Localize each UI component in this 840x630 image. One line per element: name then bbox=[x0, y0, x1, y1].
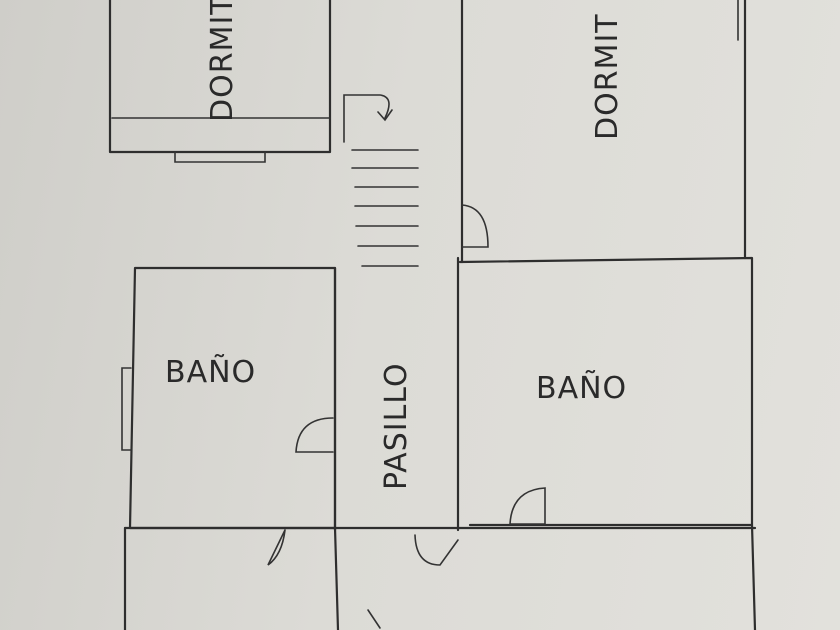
room-lower-partial bbox=[123, 523, 757, 630]
label-bedroom-top-left: DORMIT bbox=[205, 0, 240, 122]
room-bathroom-right bbox=[458, 256, 754, 527]
staircase bbox=[351, 149, 419, 267]
label-bedroom-top-right: DORMIT bbox=[590, 13, 625, 140]
room-bathroom-left bbox=[121, 266, 337, 530]
room-bedroom-top-left bbox=[108, 0, 332, 163]
stair-direction-arrow-icon bbox=[343, 94, 393, 143]
label-bathroom-right: BAÑO bbox=[536, 370, 627, 406]
room-bedroom-top-right bbox=[460, 0, 747, 264]
label-bathroom-left: BAÑO bbox=[165, 354, 256, 390]
label-hallway: PASILLO bbox=[379, 362, 414, 490]
